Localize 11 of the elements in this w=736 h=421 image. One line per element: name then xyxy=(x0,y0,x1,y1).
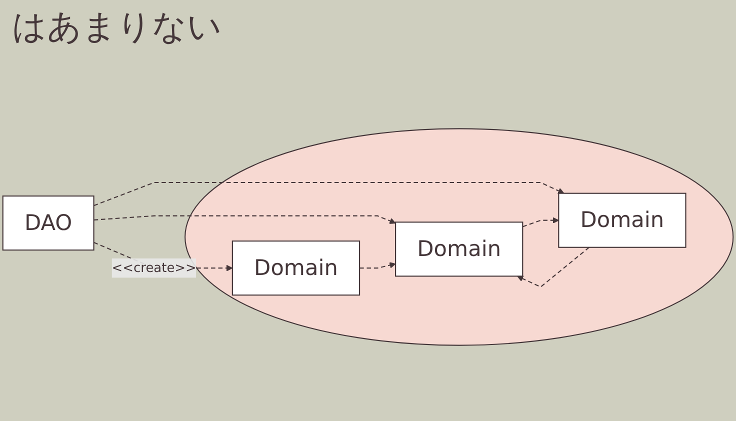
arrow xyxy=(94,215,396,224)
arrow xyxy=(517,246,590,288)
node-box: Domain xyxy=(232,240,360,296)
edge-label: <<create>> xyxy=(112,260,196,276)
node-box: DAO xyxy=(2,196,94,251)
node-box: Domain xyxy=(558,192,686,248)
arrow xyxy=(94,182,564,206)
arrow xyxy=(360,262,396,269)
arrow xyxy=(522,217,559,228)
node-box: Domain xyxy=(395,222,524,277)
title: はあまりない xyxy=(12,6,223,48)
